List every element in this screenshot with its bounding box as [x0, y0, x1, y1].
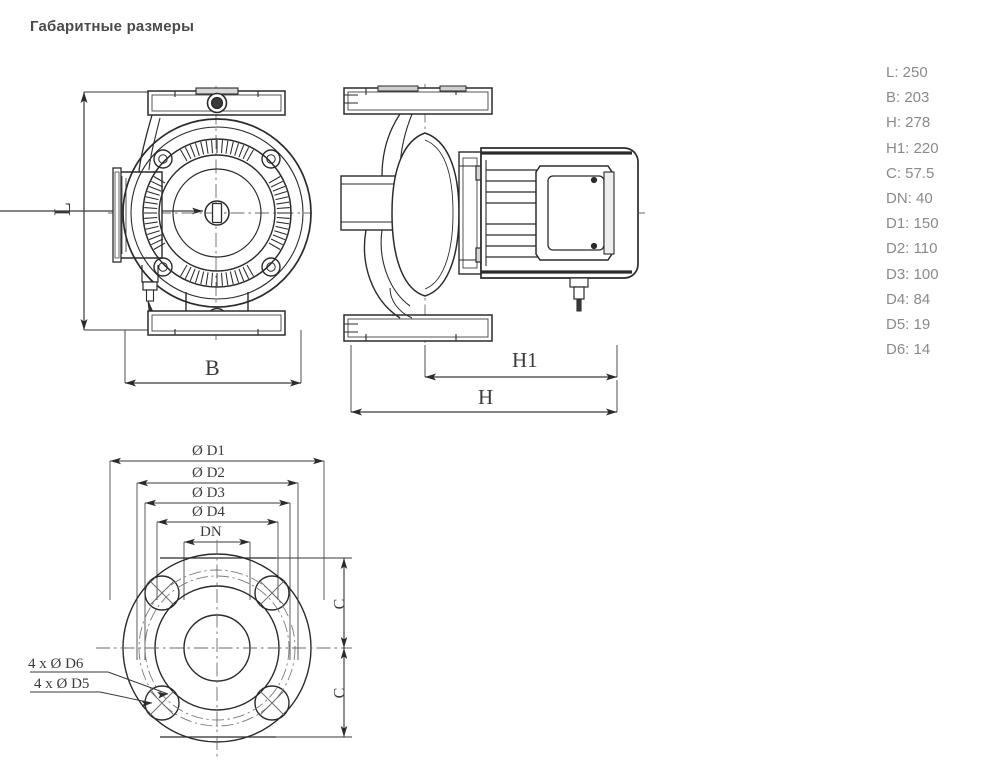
- dimension-D4: [157, 518, 278, 526]
- page-title: Габаритные размеры: [30, 18, 195, 35]
- dimension-label-H1: H1: [512, 348, 538, 372]
- front-motor-fins: [144, 140, 290, 286]
- pump-side-view: [340, 84, 645, 416]
- dimension-D1: [110, 457, 324, 465]
- spec-row-H: H: 278: [886, 114, 931, 132]
- dimension-label-DN: DN: [200, 524, 222, 540]
- dimension-label-H: H: [478, 385, 494, 409]
- spec-row-D5: D5: 19: [886, 316, 931, 334]
- side-bottom-flange: [343, 314, 493, 342]
- dimension-spec-list: L: 250 B: 203 H: 278 H1: 220 C: 57.5 DN:…: [886, 60, 996, 362]
- front-bottom-flange: [147, 310, 286, 336]
- dimension-C-bottom: [276, 648, 352, 738]
- dimension-label-D2: Ø D2: [192, 465, 225, 481]
- dimension-label-L: L: [50, 201, 76, 217]
- spec-row-L: L: 250: [886, 64, 928, 81]
- spec-row-D2: D2: 110: [886, 240, 938, 258]
- flange-extension-lines: [109, 461, 325, 660]
- front-top-flange: [147, 87, 286, 116]
- dimension-D2: [137, 479, 298, 487]
- pump-front-view: [0, 86, 312, 387]
- spec-row-H1: H1: 220: [886, 139, 939, 157]
- spec-row-D3: D3: 100: [886, 265, 939, 283]
- dimension-label-D1: Ø D1: [192, 443, 225, 459]
- callout-label-D6: 4 x Ø D6: [28, 656, 84, 672]
- side-pump-housing: [340, 113, 489, 319]
- side-top-flange: [343, 85, 493, 115]
- spec-row-D4: D4: 84: [886, 290, 931, 308]
- spec-row-D6: D6: 14: [886, 341, 931, 359]
- flange-bolt-crosses: [149, 580, 285, 716]
- dimension-H1: [424, 345, 618, 381]
- dimension-D3: [145, 499, 290, 507]
- callout-label-D5: 4 x Ø D5: [34, 676, 90, 692]
- dimension-C-top: [276, 557, 352, 648]
- dimension-label-C-top: C: [331, 598, 349, 610]
- side-motor-housing: [480, 147, 639, 312]
- flange-detail-view: [30, 457, 352, 760]
- spec-row-C: C: 57.5: [886, 164, 935, 182]
- spec-row-D1: D1: 150: [886, 215, 939, 233]
- callout-leader-D5: [30, 691, 153, 707]
- dimension-H: [350, 345, 618, 416]
- spec-row-DN: DN: 40: [886, 190, 933, 208]
- dimension-label-D3: Ø D3: [192, 485, 225, 501]
- dimension-label-B: B: [205, 355, 220, 380]
- callout-leader-D6: [30, 671, 169, 699]
- dimension-label-C-bottom: C: [331, 687, 349, 699]
- centerlines-flange: [96, 540, 352, 760]
- dimension-label-D4: Ø D4: [192, 504, 225, 520]
- spec-row-B: B: 203: [886, 89, 930, 107]
- dimension-B: [124, 330, 302, 387]
